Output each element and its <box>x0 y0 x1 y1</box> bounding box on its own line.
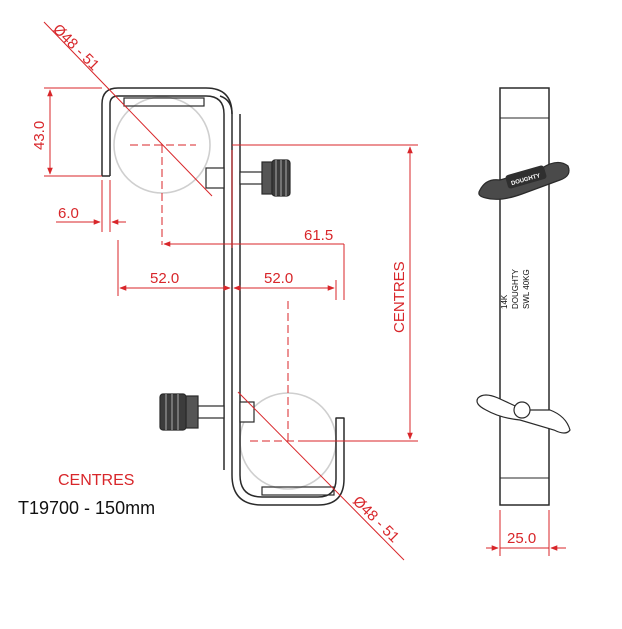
clamp-body <box>101 87 345 506</box>
dim-width-6: 6.0 <box>58 205 79 222</box>
dim-diameter-top: Ø48 - 51 <box>49 21 102 74</box>
bottom-knob <box>159 393 255 431</box>
centres-caption: CENTRES <box>58 472 135 489</box>
bottom-wing-nut <box>476 394 571 434</box>
label-line-3: SWL 40KG <box>522 269 531 309</box>
dim-centres-vertical: CENTRES <box>391 261 408 333</box>
dim-left-52: 52.0 <box>150 270 179 287</box>
top-knob <box>205 159 291 197</box>
dim-diameter-bottom: Ø48 - 51 <box>349 493 402 546</box>
side-bar <box>499 87 550 506</box>
dim-right-52: 52.0 <box>264 270 293 287</box>
dim-height-43: 43.0 <box>31 121 48 150</box>
dimension-lines <box>43 21 566 561</box>
dim-width-25: 25.0 <box>507 530 536 547</box>
part-number-caption: T19700 - 150mm <box>18 498 156 518</box>
dim-offset-61-5: 61.5 <box>304 227 333 244</box>
top-wing-nut: DOUGHTY <box>478 161 570 200</box>
side-view: DOUGHTY 14K DOUGHTY SWL 40KG <box>476 87 571 506</box>
label-line-1: 14K <box>500 294 509 309</box>
label-line-2: DOUGHTY <box>511 268 520 309</box>
top-seat-pad <box>123 97 205 107</box>
bottom-seat-pad <box>261 486 335 496</box>
